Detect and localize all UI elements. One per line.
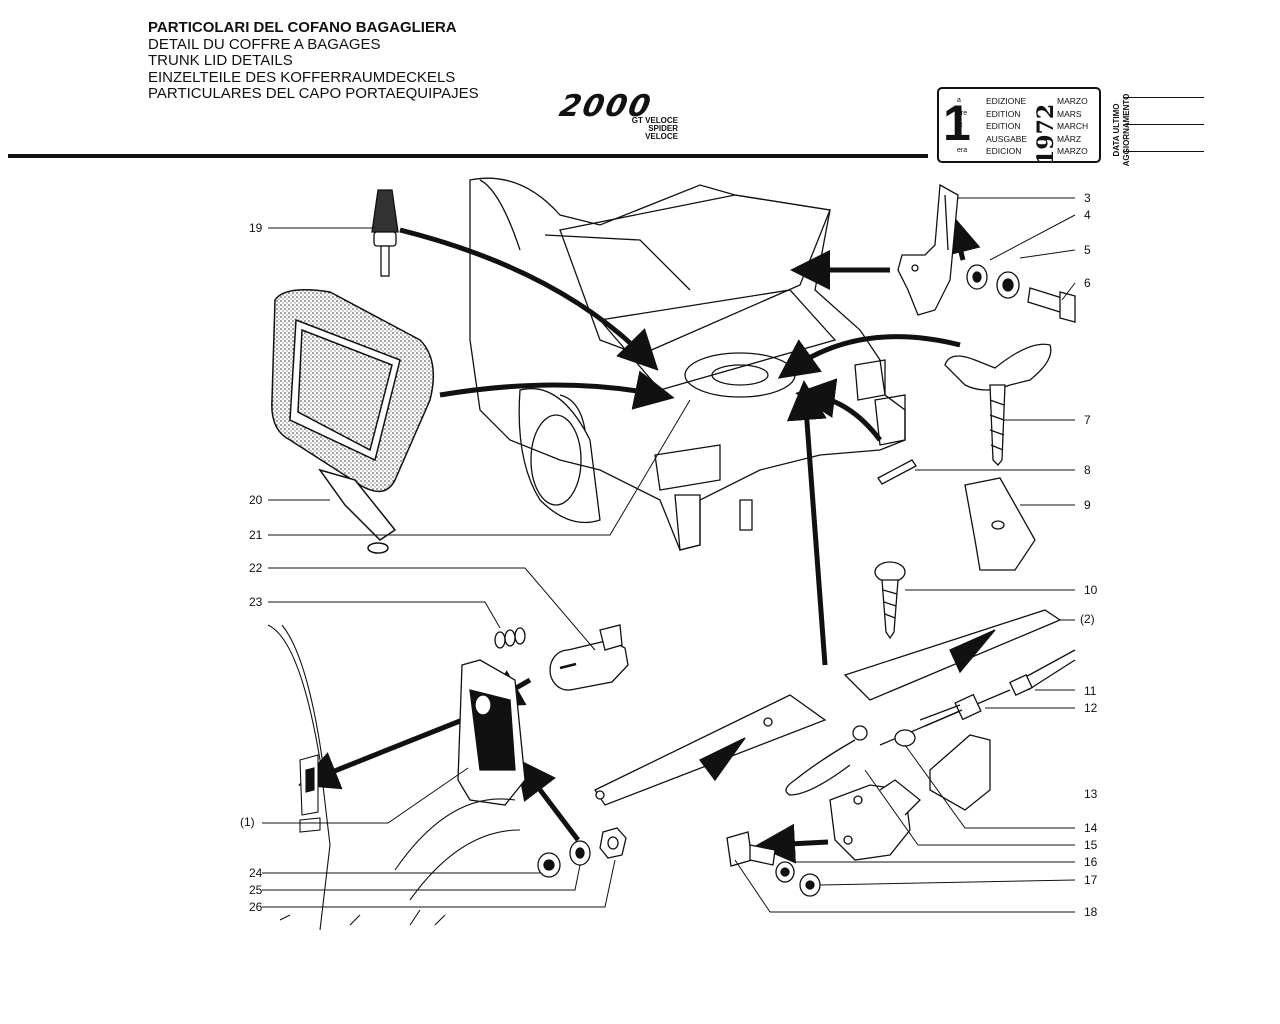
title-french: DETAIL DU COFFRE A BAGAGES <box>148 35 381 53</box>
callout-19: 19 <box>249 221 263 235</box>
update-line <box>1124 97 1204 98</box>
callout-4: 4 <box>1084 208 1091 222</box>
part-4-washer <box>966 264 988 290</box>
edition-abbr: era <box>957 147 968 154</box>
edition-word: EDITION <box>986 108 1021 119</box>
body-panel <box>267 624 521 931</box>
part-8-pin <box>877 459 917 485</box>
header-titles: PARTICOLARI DEL COFANO BAGAGLIERA DETAIL… <box>148 19 479 103</box>
edition-number: 1 <box>943 95 971 151</box>
callout-23: 23 <box>249 595 263 609</box>
part-6-bolt <box>1027 287 1076 323</box>
callout-10: 10 <box>1084 583 1098 597</box>
part-23-spring <box>494 627 526 649</box>
part-16-washer <box>775 861 795 883</box>
lock-housing <box>457 659 526 806</box>
part-22-lock <box>549 624 629 691</box>
part-10-screw <box>874 561 906 640</box>
part-11-cable <box>879 649 1076 746</box>
part-20-lamp <box>271 289 435 554</box>
callout-6: 6 <box>1084 276 1091 290</box>
edition-month: MARZO <box>1057 146 1088 156</box>
callout-21: 21 <box>249 528 263 542</box>
edition-abbr: st <box>957 122 963 129</box>
part-25-washer <box>569 840 591 866</box>
edition-box: 1 a ère st . era EDIZIONE EDITION EDITIO… <box>937 87 1101 165</box>
callout-24: 24 <box>249 866 263 880</box>
model-sub-gt: GT VELOCE <box>631 116 678 125</box>
callout-7: 7 <box>1084 413 1091 427</box>
edition-words: EDIZIONE EDITION EDITION AUSGABE EDICION <box>986 95 1027 158</box>
title-spanish: PARTICULARES DEL CAPO PORTAEQUIPAJES <box>148 85 479 103</box>
edition-abbr: . <box>957 134 959 142</box>
callout-2: (2) <box>1080 612 1095 626</box>
model-logo: 2000 GT VELOCE SPIDER VELOCE <box>556 89 690 141</box>
edition-month: MARCH <box>1057 121 1089 131</box>
update-line <box>1124 151 1204 152</box>
callout-3: 3 <box>1084 191 1091 205</box>
part-24-washer <box>537 852 561 878</box>
edition-word: EDICION <box>986 146 1022 156</box>
callout-26: 26 <box>249 900 263 914</box>
edition-word: EDIZIONE <box>986 96 1027 106</box>
callout-18: 18 <box>1084 905 1098 919</box>
edition-month: MARZO <box>1057 96 1088 106</box>
callout-22: 22 <box>249 561 263 575</box>
title-italian: PARTICOLARI DEL COFANO BAGAGLIERA <box>148 19 457 36</box>
part-7-wing-screw <box>944 343 1052 466</box>
part-19-buffer <box>371 189 399 277</box>
callout-8: 8 <box>1084 463 1091 477</box>
callout-9: 9 <box>1084 498 1091 512</box>
edition-month: MARS <box>1057 108 1082 119</box>
callout-15: 15 <box>1084 838 1098 852</box>
update-line <box>1124 124 1204 125</box>
part-26-nut <box>599 827 627 859</box>
part-9-bracket <box>964 477 1036 571</box>
part-5-washer <box>996 271 1020 299</box>
edition-month: MÄRZ <box>1057 133 1082 144</box>
part-13-latch <box>829 734 991 861</box>
header-rule <box>8 154 928 158</box>
edition-abbr: ère <box>957 109 968 117</box>
callout-14: 14 <box>1084 821 1098 835</box>
title-german: EINZELTEILE DES KOFFERRAUMDECKELS <box>148 68 456 86</box>
edition-months: MARZO MARS MARCH MÄRZ MARZO <box>1057 95 1088 158</box>
model-sub-spider: SPIDER VELOCE <box>645 124 678 141</box>
callout-5: 5 <box>1084 243 1091 257</box>
edition-abbreviations: a ère st . era <box>957 95 967 158</box>
assembly-arrows <box>298 213 981 864</box>
callout-16: 16 <box>1084 855 1098 869</box>
part-17-washer <box>799 873 821 897</box>
leader-lines <box>262 197 1076 913</box>
callout-20: 20 <box>249 493 263 507</box>
car-rear-drawing <box>469 177 906 551</box>
edition-word: AUSGABE <box>986 133 1028 144</box>
part-3-hinge <box>897 183 959 316</box>
edition-word: EDITION <box>986 121 1021 131</box>
callout-17: 17 <box>1084 873 1098 887</box>
model-logo-sub: GT VELOCE SPIDER VELOCE <box>620 117 678 141</box>
part-12-spring <box>785 693 982 796</box>
part-18-bolt <box>726 831 776 867</box>
callout-11: 11 <box>1084 684 1097 698</box>
callout-13: 13 <box>1084 787 1098 801</box>
callout-1: (1) <box>240 815 255 829</box>
callout-25: 25 <box>249 883 263 897</box>
edition-abbr: a <box>957 97 961 104</box>
callout-12: 12 <box>1084 701 1098 715</box>
title-english: TRUNK LID DETAILS <box>148 52 293 70</box>
